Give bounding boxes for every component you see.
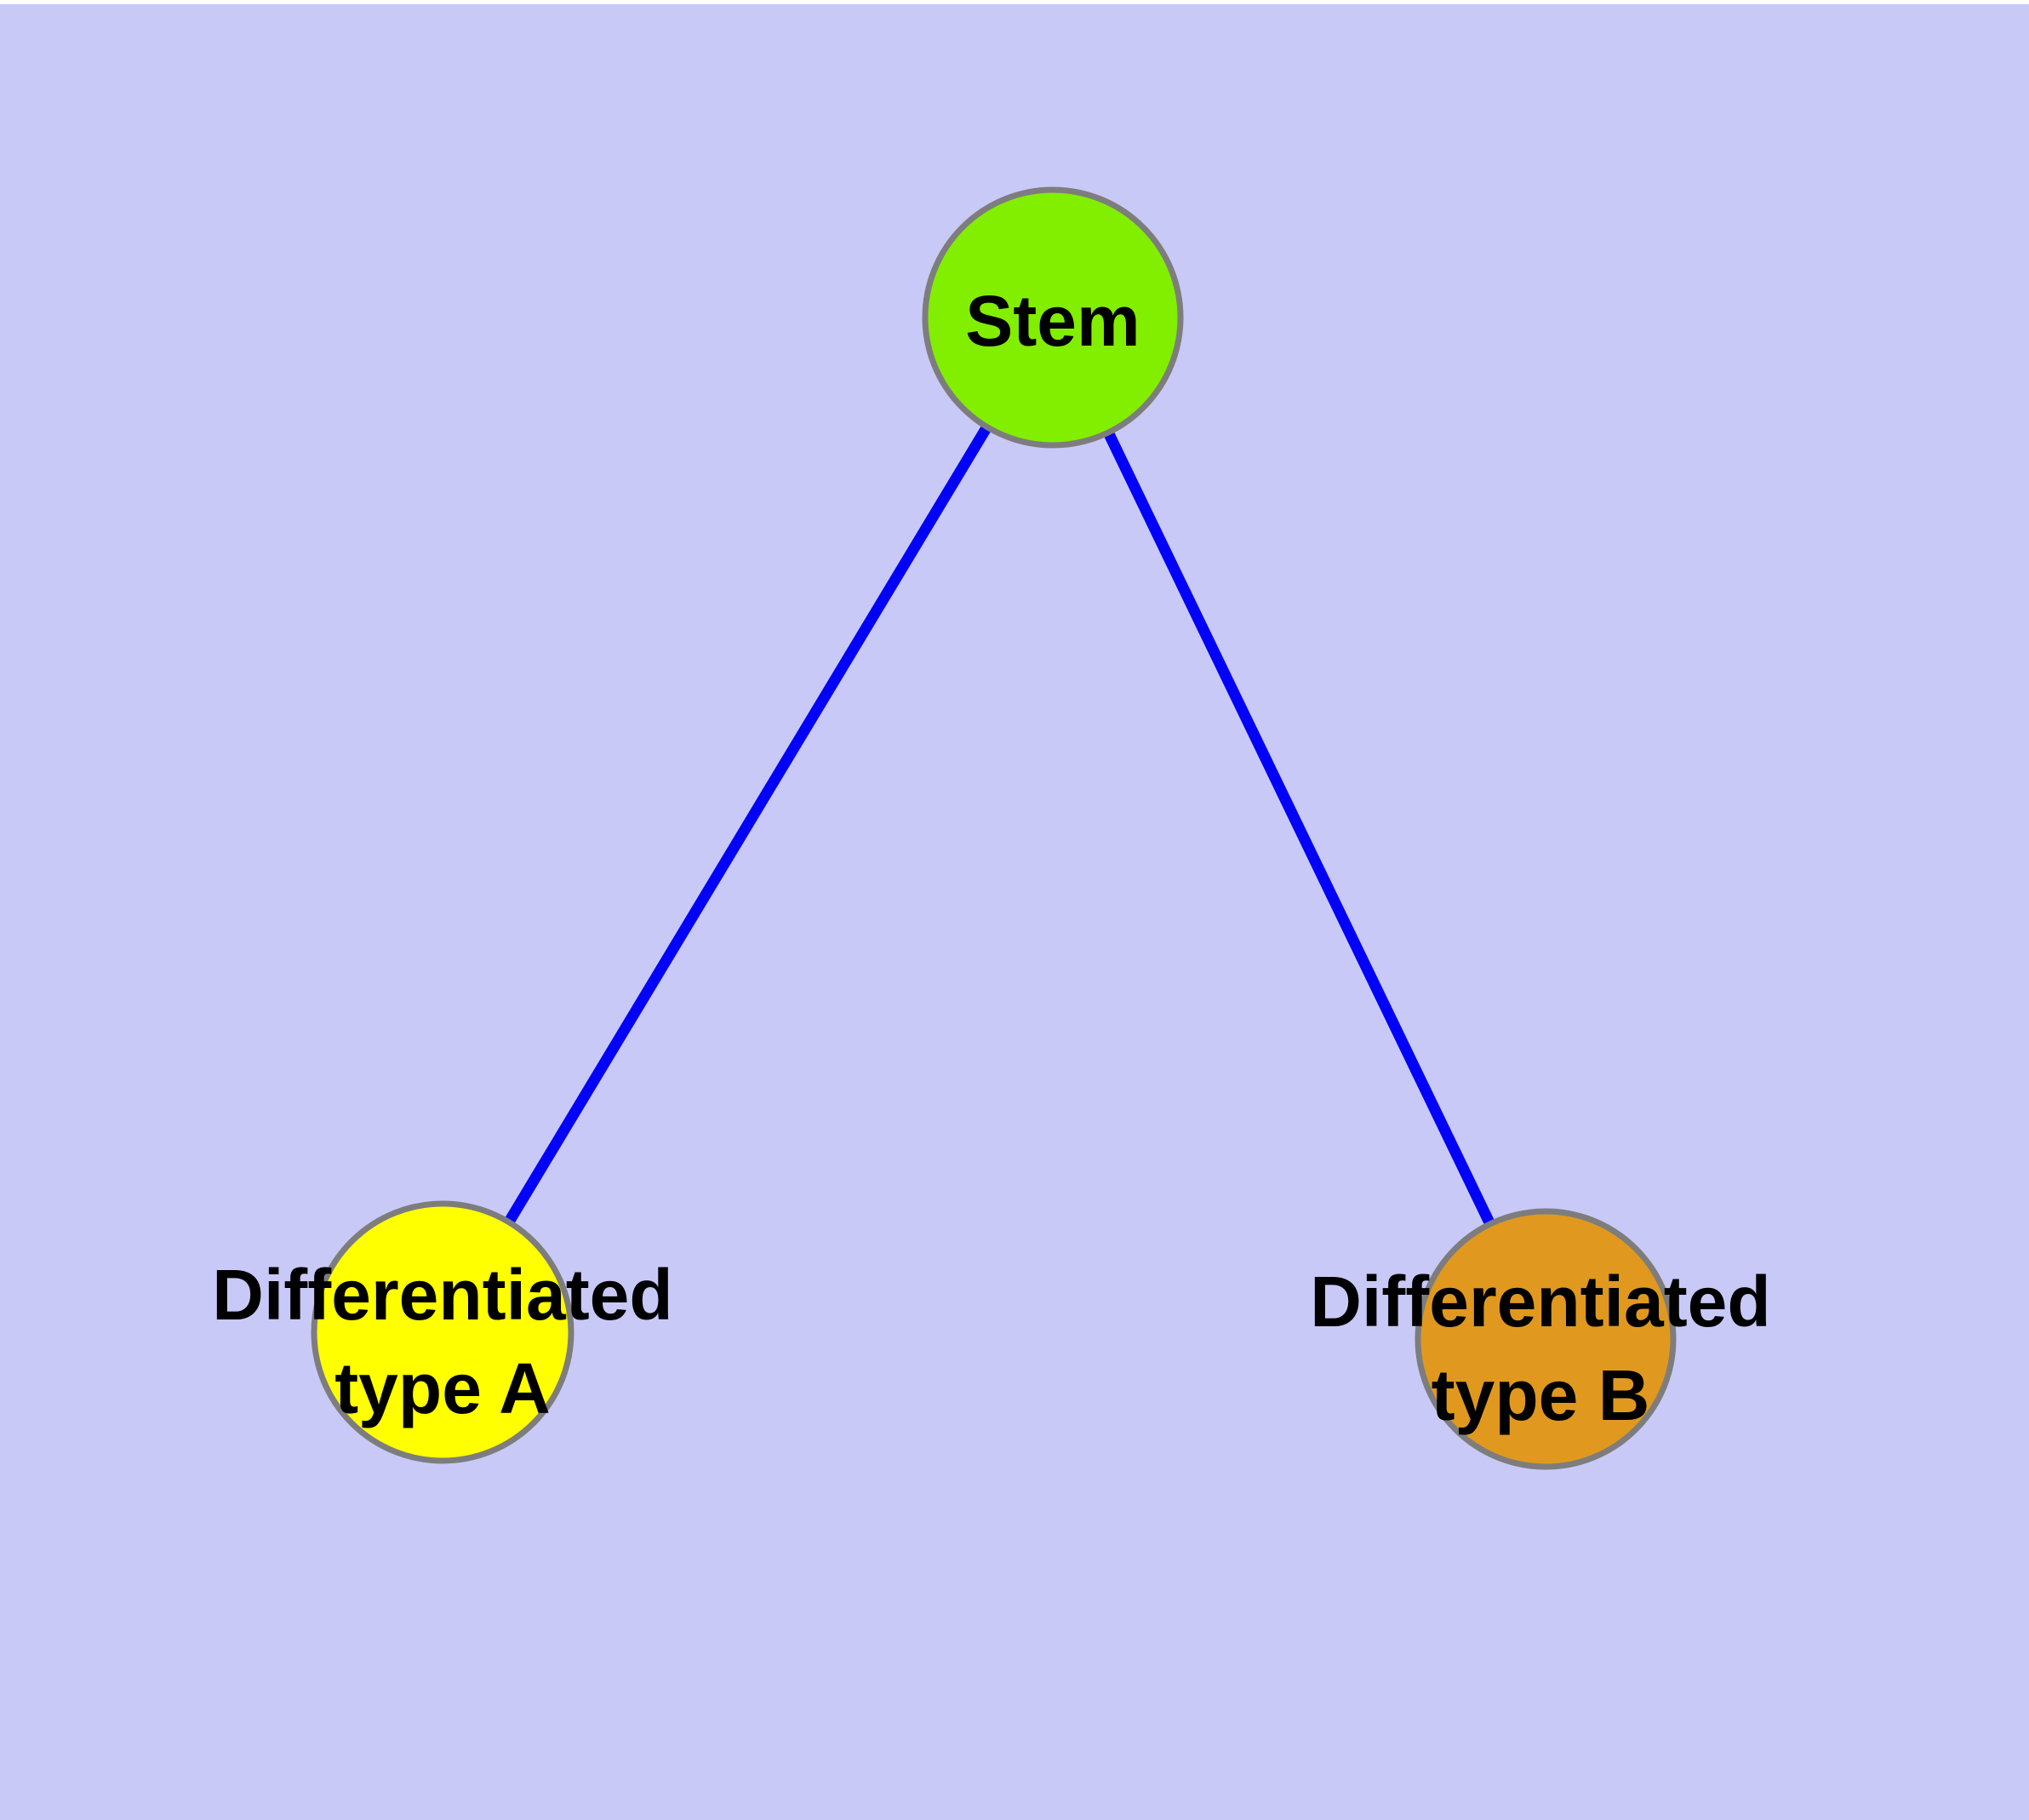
node-stem-label: Stem — [965, 281, 1140, 361]
node-type-b-label-line2: type B — [1432, 1355, 1650, 1435]
edge-stem-to-type-b — [1048, 315, 1551, 1342]
node-type-b-label-line1: Differentiated — [1310, 1262, 1770, 1342]
node-differentiated-type-a — [311, 1200, 574, 1464]
node-stem — [922, 186, 1184, 449]
node-type-a-label-line1: Differentiated — [212, 1255, 672, 1335]
node-type-a-label-line2: type A — [334, 1348, 551, 1428]
edge-stem-to-type-a — [437, 314, 1058, 1336]
node-differentiated-type-b — [1415, 1208, 1677, 1470]
